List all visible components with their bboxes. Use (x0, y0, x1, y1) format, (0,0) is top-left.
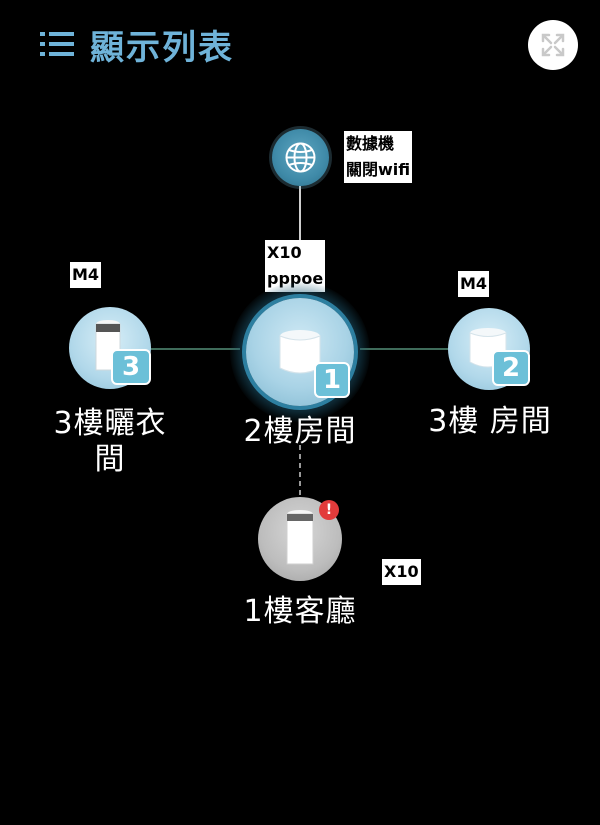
right-node-badge: 2 (492, 350, 530, 386)
left-node-label: 3樓曬衣 間 (40, 406, 180, 478)
list-icon[interactable] (40, 31, 76, 57)
right-satellite-node[interactable]: 2 (448, 308, 530, 390)
expand-icon (541, 33, 565, 57)
main-node-badge: 1 (314, 362, 350, 398)
internet-note: 數據機 關閉wifi (344, 131, 413, 183)
left-node-note: M4 (70, 262, 102, 288)
bottom-node-note: X10 (382, 559, 421, 585)
internet-node[interactable] (272, 129, 329, 186)
page-title[interactable]: 顯示列表 (90, 28, 234, 68)
left-satellite-node[interactable]: 3 (69, 307, 151, 389)
main-node-label: 2樓房間 (243, 414, 357, 449)
main-router-disc (246, 298, 354, 406)
router-icon (279, 330, 321, 374)
globe-icon (285, 142, 316, 173)
router-tower-icon (286, 510, 314, 565)
right-node-label: 3樓 房間 (428, 404, 552, 439)
left-node-label-text: 3樓曬衣 間 (53, 406, 167, 477)
expand-button[interactable] (528, 20, 578, 70)
header: 顯示列表 (0, 0, 600, 90)
main-router-node[interactable]: 1 (230, 282, 370, 422)
alert-icon[interactable]: ! (319, 500, 339, 520)
bottom-node-label: 1樓客廳 (243, 594, 357, 629)
left-node-badge: 3 (111, 349, 151, 385)
right-node-note: M4 (458, 271, 490, 297)
